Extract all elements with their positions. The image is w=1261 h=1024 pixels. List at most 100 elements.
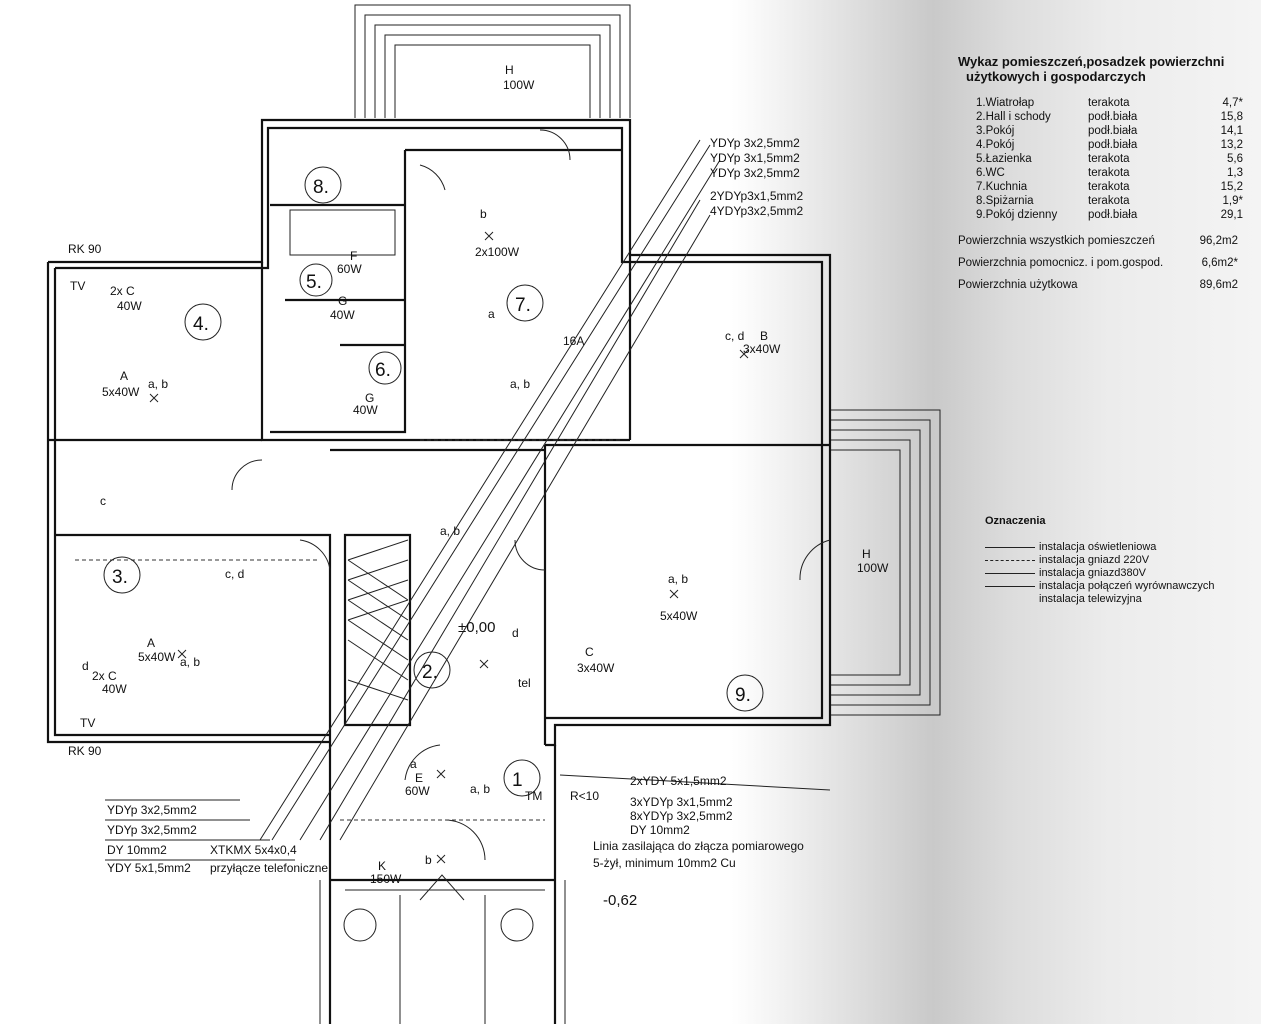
supply-note: 5-żył, minimum 10mm2 Cu (593, 856, 736, 870)
legend-item: instalacja połączeń wyrównawczych (985, 580, 1214, 593)
level-mark-ground: ±0,00 (458, 619, 495, 636)
fixture-label: 60W (337, 262, 362, 276)
fixture-label: c (100, 494, 106, 508)
room-name: 3.Pokój (976, 125, 1015, 137)
room-numbers: 1 2. 3. 4. 5. 6. 7. 8. 9. (103, 166, 764, 797)
supply-cable-label: DY 10mm2 (630, 823, 690, 837)
fixture-label: 40W (102, 682, 127, 696)
fixture-label: 16A (563, 334, 584, 348)
room-area: 15,2 (1220, 181, 1243, 193)
radiator-label: RK 90 (68, 744, 102, 758)
room-schedule-title: Wykaz pomieszczeń,posadzek powierzchni (958, 54, 1225, 69)
room-row: 7.Kuchnia terakota 15,2 (958, 180, 1248, 194)
fixture-label: A (147, 636, 155, 650)
room-area: 5,6 (1227, 153, 1243, 165)
legend-title: Oznaczenia (985, 515, 1046, 527)
supply-cable-label: 3xYDYp 3x1,5mm2 (630, 795, 733, 809)
walls (46, 118, 832, 1024)
fixture-label: c, d (225, 567, 244, 581)
room-floor: podł.biała (1088, 209, 1138, 221)
room-name: 9.Pokój dzienny (976, 209, 1058, 221)
room-number-2: 2. (422, 662, 438, 683)
fixture-label: 2x C (92, 669, 117, 683)
room-floor: terakota (1088, 97, 1130, 109)
legend-item: instalacja telewizyjna (985, 593, 1214, 606)
room-row: 4.Pokój podł.biała 13,2 (958, 138, 1248, 152)
stairs (347, 539, 409, 701)
fixture-label: 100W (857, 561, 889, 575)
fixture-label: a (488, 307, 495, 321)
right-porch (830, 409, 941, 716)
fixture-label: F (350, 249, 357, 263)
legend-label: instalacja gniazd380V (1039, 567, 1147, 579)
fixture-label: 5x40W (138, 650, 176, 664)
planter-right (500, 908, 534, 942)
room-schedule-subtitle: użytkowych i gospodarczych (966, 69, 1146, 84)
cable-label: YDYp 3x1,5mm2 (710, 151, 800, 165)
fixture-label: 40W (117, 299, 142, 313)
radiator-label: RK 90 (68, 242, 102, 256)
room-number-3: 3. (112, 567, 128, 588)
room-area: 1,9* (1222, 195, 1243, 207)
room-row: 5.Łazienka terakota 5,6 (958, 152, 1248, 166)
fixture-label: a, b (510, 377, 530, 391)
level-mark-entrance: -0,62 (603, 892, 637, 909)
legend-label: instalacja połączeń wyrównawczych (1039, 580, 1215, 592)
supply-note: Linia zasilająca do złącza pomiarowego (593, 839, 804, 853)
fixture-label: c, d (725, 329, 744, 343)
room-floor: podł.biała (1088, 125, 1138, 137)
room-number-5: 5. (306, 272, 322, 293)
grounding-label: R<10 (570, 789, 599, 803)
fixture-label: a, b (148, 377, 168, 391)
fixture-label: 2x C (110, 284, 135, 298)
legend-line-solid (985, 586, 1035, 587)
fixture-label: a, b (470, 782, 490, 796)
room-name: 5.Łazienka (976, 153, 1032, 165)
telephone-cable-note: przyłącze telefoniczne (210, 861, 328, 875)
supply-cable-label: 8xYDYp 3x2,5mm2 (630, 809, 733, 823)
fixture-label: b (425, 853, 432, 867)
total-row: Powierzchnia pomocnicz. i pom.gospod.6,6… (958, 252, 1248, 274)
room-number-7: 7. (515, 295, 531, 316)
fixture-label: H (505, 63, 514, 77)
room-name: 2.Hall i schody (976, 111, 1051, 123)
cable-label: YDYp 3x2,5mm2 (710, 136, 800, 150)
cable-label: YDYp 3x2,5mm2 (710, 166, 800, 180)
fixture-label: A (120, 369, 128, 383)
fixture-label: TV (80, 716, 95, 730)
legend-line-solid (985, 547, 1035, 548)
room-name: 4.Pokój (976, 139, 1015, 151)
legend-label: instalacja oświetleniowa (1039, 541, 1157, 553)
room-floor: terakota (1088, 181, 1130, 193)
cable-label: 4YDYp3x2,5mm2 (710, 204, 803, 218)
room-floor: terakota (1088, 195, 1130, 207)
fixture-label: a (410, 757, 417, 771)
fixture-label: d (82, 659, 89, 673)
room-area: 13,2 (1220, 139, 1243, 151)
legend-item: instalacja gniazd380V (985, 567, 1214, 580)
room-floor: podł.biała (1088, 139, 1138, 151)
room-schedule: Wykaz pomieszczeń,posadzek powierzchni u… (958, 54, 1248, 296)
total-value: 96,2m2 (1199, 235, 1238, 247)
room-name: 7.Kuchnia (976, 181, 1028, 193)
fixture-label: a, b (668, 572, 688, 586)
fixture-label: b (480, 207, 487, 221)
fixture-label: 40W (330, 308, 355, 322)
cable-label: YDYp 3x2,5mm2 (107, 823, 197, 837)
fixture-label: a, b (440, 524, 460, 538)
legend-item: instalacja oświetleniowa (985, 541, 1214, 554)
fixture-label: G (365, 391, 374, 405)
fixture-labels: H 100W b 2x100W F 60W G 40W G 40W 2x C 4… (70, 63, 889, 886)
planter-left (343, 908, 377, 942)
fixture-label: d (512, 626, 519, 640)
cable-label: DY 10mm2 (107, 843, 167, 857)
room-floor: terakota (1088, 153, 1130, 165)
cable-label: 2YDYp3x1,5mm2 (710, 189, 803, 203)
